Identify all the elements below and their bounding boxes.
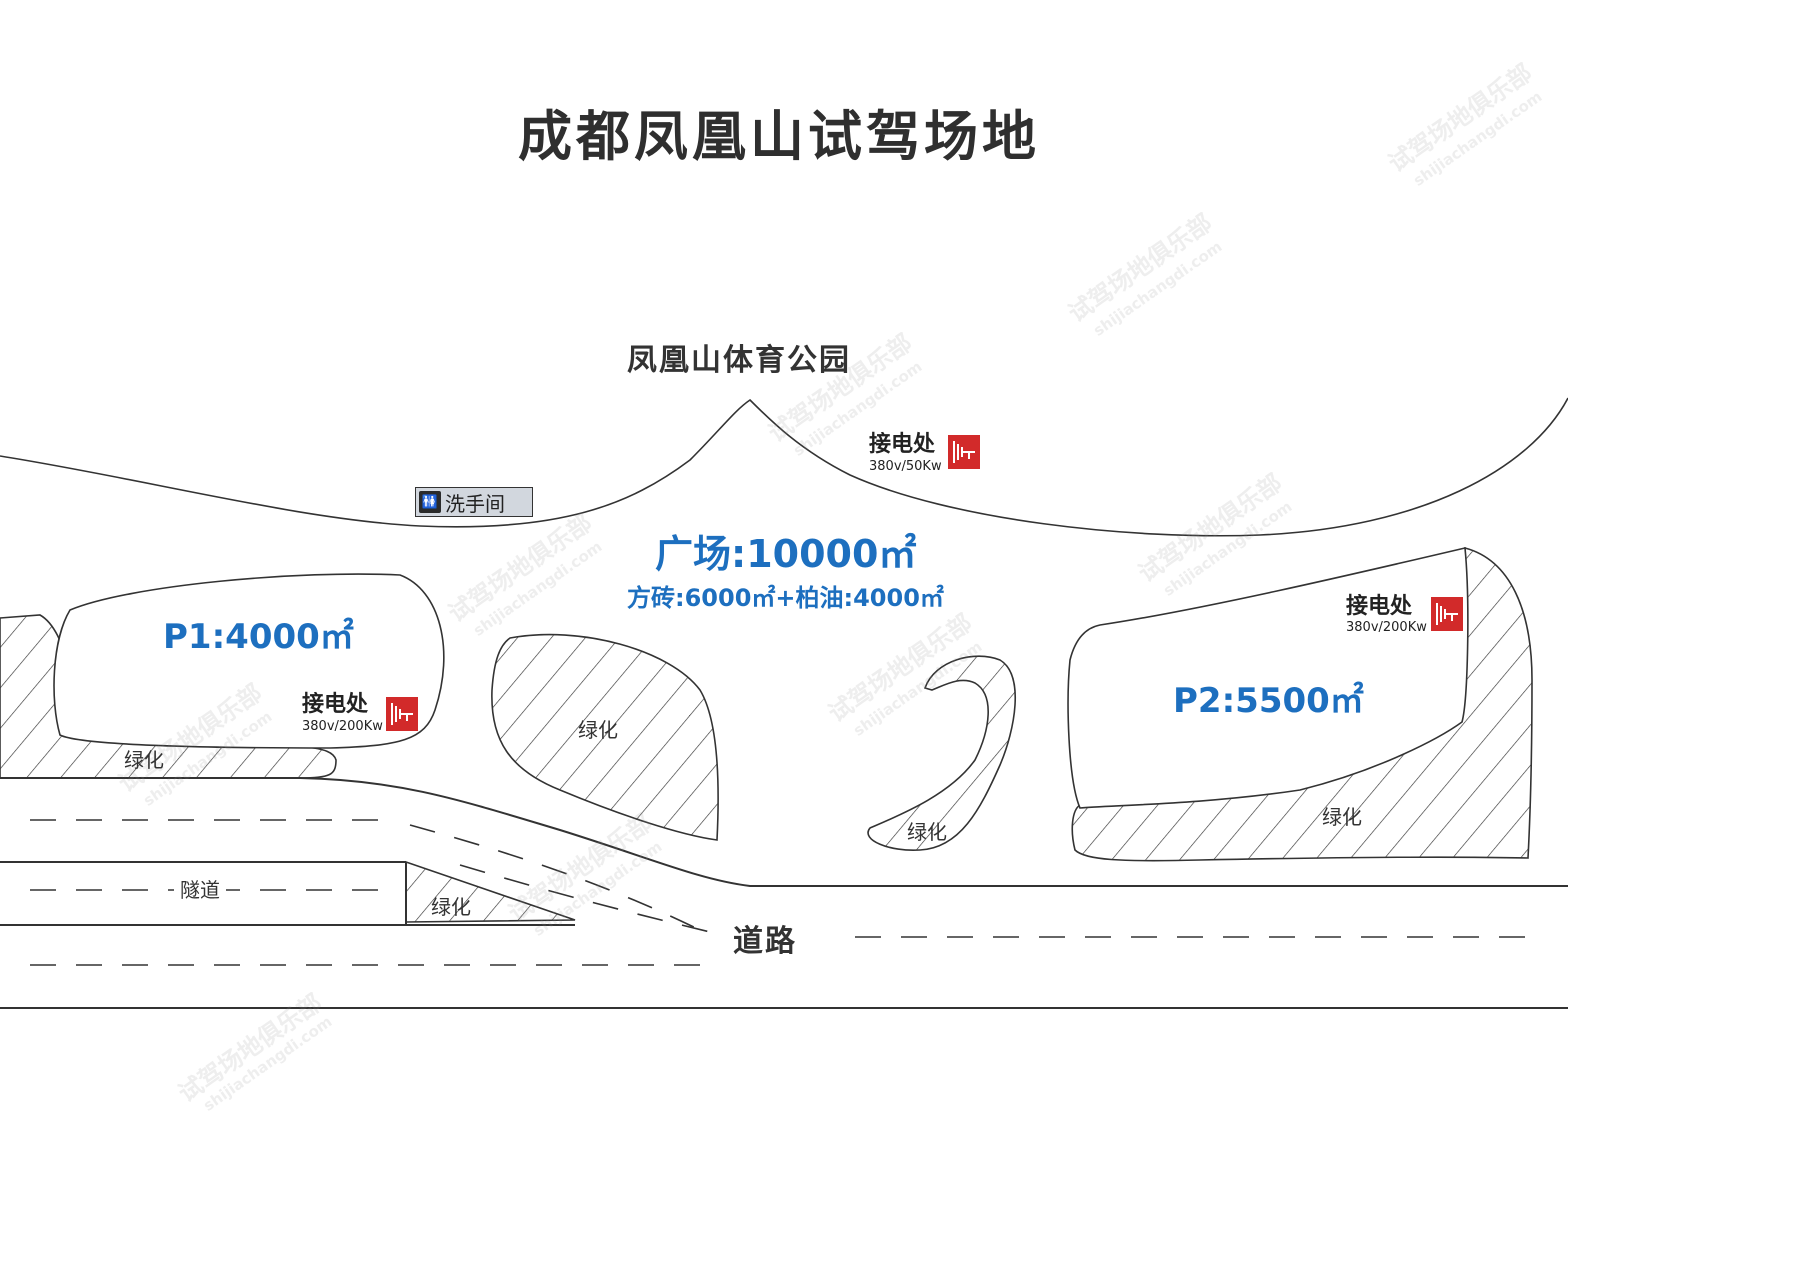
lot-p2-label: P2:5500㎡ bbox=[1173, 681, 1364, 721]
greening-area-hook bbox=[867, 655, 1016, 851]
plaza-area-label: 广场:10000㎡ bbox=[655, 532, 917, 576]
power-outlet-icon bbox=[948, 435, 980, 469]
restroom-icon: 🚻 bbox=[419, 491, 441, 513]
lot-p1-label: P1:4000㎡ bbox=[163, 617, 354, 657]
park-boundary bbox=[0, 397, 1568, 537]
greening-area-triangle bbox=[405, 860, 576, 923]
power-point-label: 接电处 bbox=[1346, 594, 1413, 619]
lane-markings bbox=[30, 819, 1540, 966]
park-label: 凤凰山体育公园 bbox=[627, 343, 851, 378]
site-map bbox=[0, 397, 1568, 1009]
road-edge-upper bbox=[0, 777, 1568, 887]
greening-label: 绿化 bbox=[578, 718, 618, 742]
page-title: 成都凤凰山试驾场地 bbox=[518, 105, 1040, 168]
parking-lot-p2 bbox=[1067, 547, 1469, 809]
restroom-sign: 🚻 洗手间 bbox=[415, 487, 533, 517]
plaza-surface-label: 方砖:6000㎡+柏油:4000㎡ bbox=[627, 584, 944, 612]
power-outlet-icon bbox=[386, 697, 418, 731]
greening-label: 绿化 bbox=[431, 895, 471, 919]
tunnel-label: 隧道 bbox=[174, 880, 226, 900]
power-outlet-icon bbox=[1431, 597, 1463, 631]
greening-label: 绿化 bbox=[124, 748, 164, 772]
greening-label: 绿化 bbox=[907, 820, 947, 844]
power-point-spec: 380v/50Kw bbox=[869, 459, 942, 474]
parking-lot-p1 bbox=[53, 573, 445, 749]
greening-label: 绿化 bbox=[1322, 805, 1362, 829]
road-label: 道路 bbox=[733, 924, 797, 959]
power-point-spec: 380v/200Kw bbox=[302, 719, 383, 734]
power-point-label: 接电处 bbox=[869, 432, 936, 457]
greening-area-center bbox=[491, 633, 719, 841]
restroom-label: 洗手间 bbox=[445, 491, 505, 516]
power-point-label: 接电处 bbox=[302, 692, 369, 717]
power-point-spec: 380v/200Kw bbox=[1346, 620, 1427, 635]
